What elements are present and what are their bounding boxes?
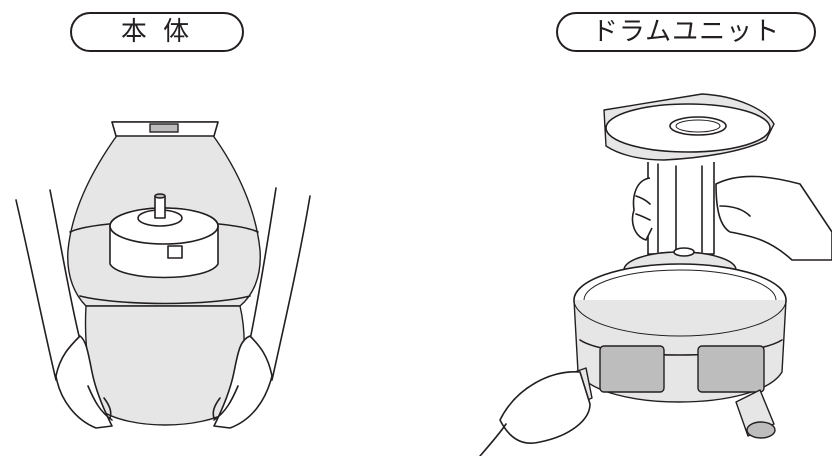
drum-unit-illustration — [440, 0, 832, 456]
left-hand-top — [633, 178, 653, 240]
main-body-illustration — [0, 0, 400, 456]
main-body-panel: 本 体 — [0, 0, 400, 456]
drum-unit-panel: ドラムユニット — [440, 0, 832, 456]
drum-lid — [604, 94, 774, 160]
drum-shaft — [648, 162, 714, 254]
right-hand-top — [716, 176, 832, 260]
outer-drum — [574, 264, 786, 402]
left-hand-bottom — [480, 372, 590, 456]
pulp-spout — [736, 390, 775, 438]
